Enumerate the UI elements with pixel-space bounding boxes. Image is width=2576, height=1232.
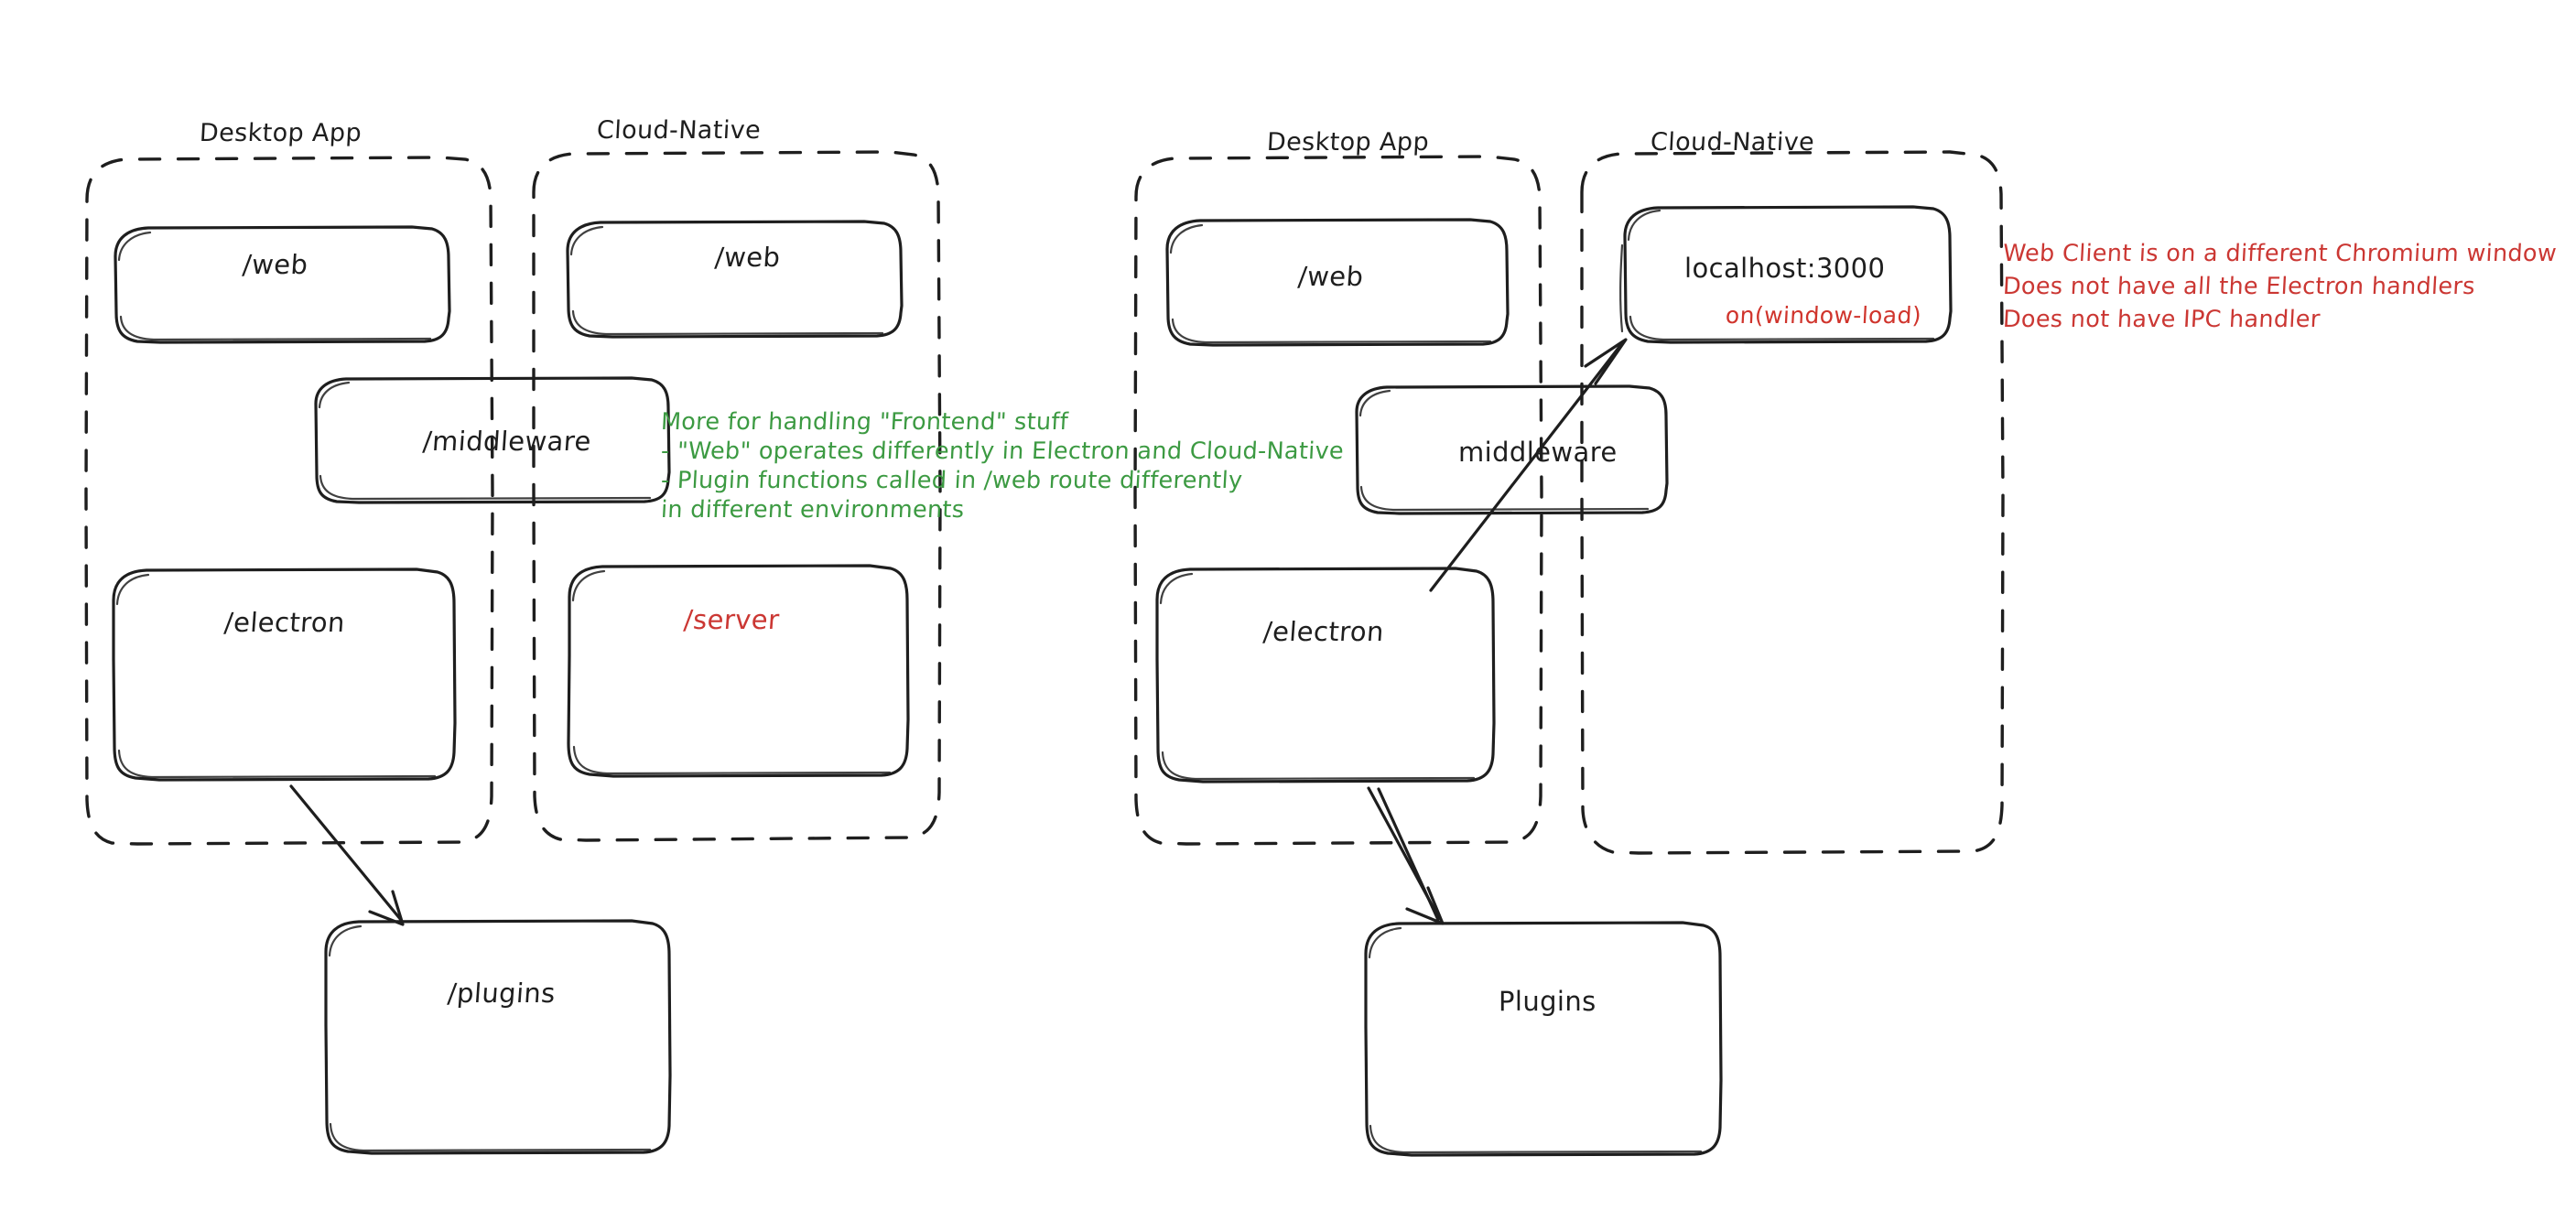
right-localhost-label[interactable]: localhost:3000: [1684, 253, 1886, 284]
right-desktop-app-title: Desktop App: [1266, 128, 1430, 157]
left-cloud-web-label[interactable]: /web: [713, 242, 782, 273]
left-desktop-web-label[interactable]: /web: [241, 249, 309, 280]
right-middleware-label[interactable]: middleware: [1458, 437, 1618, 468]
left-cloud-native-title: Cloud-Native: [596, 116, 762, 145]
green-annotation-line-3: - Plugin functions called in /web route …: [660, 467, 1244, 494]
green-annotation-line-4: in different environments: [660, 496, 966, 524]
right-desktop-web-label[interactable]: /web: [1296, 261, 1365, 292]
right-desktop-app-container: [1133, 155, 1543, 846]
left-electron-node: [112, 567, 457, 782]
green-annotation-line-2: - "Web" operates differently in Electron…: [660, 438, 1345, 465]
red-annotation-line-1: Web Client is on a different Chromium wi…: [2002, 240, 2558, 267]
right-electron-node: [1155, 567, 1496, 784]
right-localhost-sublabel: on(window-load): [1725, 302, 1922, 329]
right-plugins-node: [1364, 921, 1723, 1157]
left-middleware-label[interactable]: /middleware: [421, 426, 593, 457]
left-electron-label[interactable]: /electron: [222, 607, 347, 638]
red-annotation-line-2: Does not have all the Electron handlers: [2002, 273, 2476, 300]
left-electron-to-plugins-arrow: [289, 784, 405, 926]
left-desktop-app-title: Desktop App: [199, 119, 363, 147]
right-electron-to-plugins-arrow: [1367, 786, 1445, 925]
left-server-label[interactable]: /server: [682, 604, 781, 635]
left-plugins-node: [324, 919, 672, 1155]
green-annotation-line-1: More for handling "Frontend" stuff: [660, 408, 1069, 436]
left-cloud-web-node: [566, 220, 904, 339]
right-cloud-native-title: Cloud-Native: [1650, 128, 1815, 157]
right-electron-label[interactable]: /electron: [1261, 616, 1386, 647]
left-plugins-label[interactable]: /plugins: [446, 978, 557, 1009]
right-plugins-label[interactable]: Plugins: [1499, 986, 1596, 1017]
left-desktop-web-node: [114, 225, 451, 344]
left-server-node: [567, 564, 910, 778]
red-annotation-line-3: Does not have IPC handler: [2002, 306, 2322, 333]
